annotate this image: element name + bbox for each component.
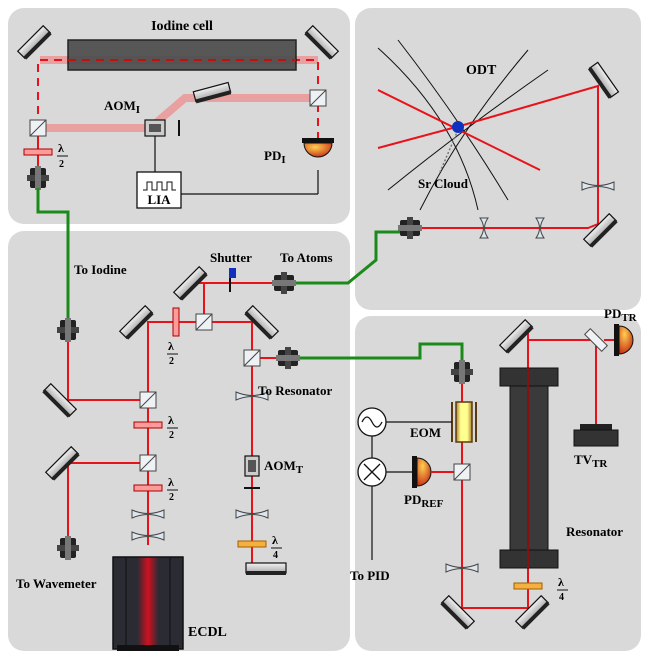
- half-label: 2: [169, 430, 174, 441]
- lambda-label: λ: [168, 475, 174, 489]
- odt-beam-curve: [387, 69, 549, 191]
- beam-splitter: [583, 327, 609, 353]
- half-waveplate: [23, 148, 53, 156]
- aom-t: [244, 455, 260, 489]
- odt-beam-curve: [419, 49, 529, 211]
- pd-tr: [604, 324, 634, 356]
- ecdl-laser: [112, 556, 184, 651]
- mixer-cross-icon: [363, 463, 381, 481]
- fiber-port: [272, 272, 296, 294]
- half-label: 2: [169, 492, 174, 503]
- iodine-probe-beam: [38, 94, 318, 132]
- lambda-label: λ: [168, 413, 174, 427]
- fiber-to-resonator: [296, 342, 464, 372]
- fiber-port: [451, 360, 473, 384]
- beam-splitter: [243, 349, 261, 367]
- lia-label: LIA: [147, 192, 171, 207]
- beam-splitter: [139, 454, 157, 472]
- shutter-label: Shutter: [210, 250, 252, 265]
- ecdl-label: ECDL: [188, 625, 227, 640]
- half-label: 2: [59, 159, 64, 170]
- beam-splitter: [139, 391, 157, 409]
- odt-panel: [355, 8, 641, 310]
- sr-cloud-label: Sr Cloud: [418, 176, 469, 191]
- eom-label: EOM: [410, 425, 441, 440]
- to-pid-label: To PID: [350, 568, 390, 583]
- beam-splitter: [29, 119, 47, 137]
- lambda-label: λ: [272, 533, 278, 547]
- eom: [451, 401, 477, 443]
- sr-cloud-dot: [452, 121, 464, 133]
- pd-tr-label: PDTR: [604, 306, 638, 324]
- fiber-port: [57, 536, 79, 560]
- laser-beam: [204, 321, 282, 359]
- to-atoms-label: To Atoms: [280, 250, 333, 265]
- pd-i-label: PDI: [264, 148, 286, 166]
- odt-label: ODT: [466, 63, 497, 78]
- fiber-port: [398, 217, 422, 239]
- half-waveplate: [133, 484, 163, 492]
- to-resonator-label: To Resonator: [258, 383, 333, 398]
- beam-splitter: [309, 89, 327, 107]
- aom-t-label: AOMT: [264, 458, 304, 476]
- fiber-to-iodine: [36, 188, 70, 322]
- retro-mirror: [245, 562, 287, 575]
- resonator-label: Resonator: [566, 524, 623, 539]
- resonator-panel: [355, 316, 641, 651]
- quarter-label: 4: [273, 550, 278, 561]
- iodine-cell-label: Iodine cell: [151, 19, 213, 34]
- tv-tr-camera: [573, 424, 619, 447]
- sine-wave-icon: [361, 416, 383, 428]
- beam-splitter: [195, 313, 213, 331]
- odt-beam-curve: [397, 39, 509, 201]
- aom-i: [144, 119, 180, 137]
- beam-splitter: [453, 463, 471, 481]
- aom-i-label: AOMI: [104, 98, 140, 116]
- half-waveplate: [172, 307, 180, 337]
- square-wave-icon: [143, 181, 176, 191]
- fiber-to-atoms: [296, 230, 400, 285]
- pd-i: [302, 138, 334, 158]
- lambda-label: λ: [558, 575, 564, 589]
- quarter-label: 4: [559, 592, 564, 603]
- fiber-port: [57, 318, 79, 342]
- lambda-label: λ: [168, 339, 174, 353]
- pd-ref: [412, 456, 454, 488]
- odt-beam-curve: [377, 47, 479, 211]
- laser-beam: [67, 330, 149, 545]
- shutter: [229, 268, 236, 292]
- half-label: 2: [169, 356, 174, 367]
- quarter-waveplate: [237, 540, 267, 548]
- fiber-port: [276, 347, 300, 369]
- iodine-cell: [67, 39, 297, 71]
- odt-red-beam: [377, 84, 599, 229]
- pd-ref-label: PDREF: [404, 492, 444, 510]
- quarter-waveplate: [513, 582, 543, 590]
- tv-tr-label: TVTR: [574, 452, 608, 470]
- resonator-cavity: [499, 367, 559, 569]
- half-waveplate: [133, 421, 163, 429]
- iodine-dashed-beam: [37, 59, 319, 140]
- fiber-port: [27, 166, 49, 190]
- to-iodine-label: To Iodine: [74, 262, 127, 277]
- to-wavemeter-label: To Wavemeter: [16, 576, 97, 591]
- lambda-label: λ: [58, 141, 64, 155]
